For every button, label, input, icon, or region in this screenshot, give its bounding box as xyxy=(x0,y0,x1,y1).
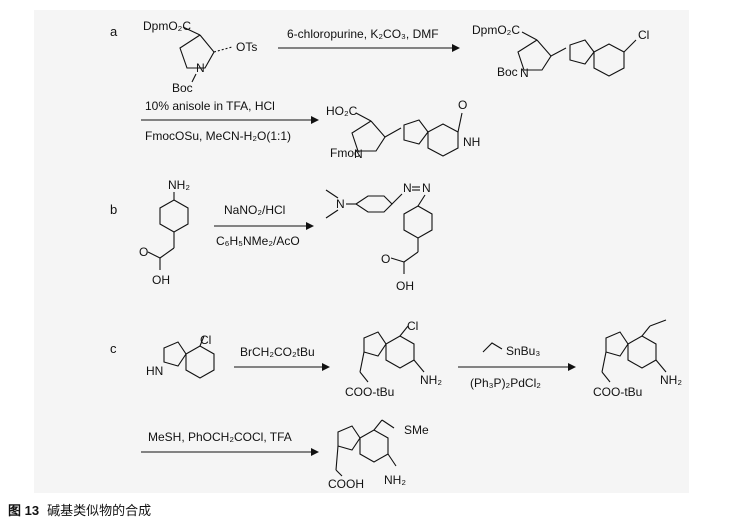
reagent-a2-top: 10% anisole in TFA, HCl xyxy=(145,99,275,113)
scheme-panel xyxy=(34,10,689,493)
reagent-c2-bottom: (Ph₃P)₂PdCl₂ xyxy=(470,376,541,390)
molecule-c-product3: SMe NH₂ COOH xyxy=(328,419,429,491)
hn-group: HN xyxy=(146,364,163,378)
reagent-b-bottom: C₆H₅NMe₂/AcO xyxy=(216,234,300,248)
amino-group: NH₂ xyxy=(420,373,442,387)
reagent-b-top: NaNO₂/HCl xyxy=(224,203,285,217)
figure-title: 碱基类似物的合成 xyxy=(47,503,152,518)
molecule-c-start: Cl HN xyxy=(146,333,215,379)
carbonyl-o: O xyxy=(381,252,390,266)
scheme-label-a: a xyxy=(110,24,118,39)
amino-group: NH₂ xyxy=(660,373,682,387)
figure-number: 图 13 xyxy=(8,503,40,518)
dpmo2c-group: DpmO₂C xyxy=(143,19,191,33)
chloro-atom: Cl xyxy=(638,28,649,42)
atom-n: N xyxy=(520,66,529,80)
ho2c-group: HO₂C xyxy=(326,104,358,118)
chloro-atom: Cl xyxy=(407,319,418,333)
scheme-c: c Cl HN BrCH₂CO₂tBu Cl NH₂ COO-tBu xyxy=(110,319,682,491)
reagent-a1: 6-chloropurine, K₂CO₃, DMF xyxy=(287,27,439,41)
hydroxyl-group: OH xyxy=(152,273,170,287)
molecule-b-start: NH₂ O OH xyxy=(139,178,190,287)
boc-group: Boc xyxy=(497,65,518,79)
amino-group: NH₂ xyxy=(384,473,406,487)
azo-n1: N xyxy=(403,181,412,195)
reagent-c1: BrCH₂CO₂tBu xyxy=(240,345,315,359)
molecule-a-product1: DpmO₂C N Boc Cl xyxy=(472,23,649,80)
scheme-label-b: b xyxy=(110,202,117,217)
carbonyl-o: O xyxy=(139,245,148,259)
oxo-atom: O xyxy=(458,98,467,112)
figure-caption: 图 13 碱基类似物的合成 xyxy=(8,500,151,519)
amino-group: NH₂ xyxy=(168,178,190,192)
acid-group: COOH xyxy=(328,477,364,491)
methylthio-group: SMe xyxy=(404,423,429,437)
boc-group: Boc xyxy=(172,81,193,95)
dpmo2c-group: DpmO₂C xyxy=(472,23,520,37)
molecule-a-start: N DpmO₂C OTs Boc xyxy=(143,19,257,95)
reagent-a2-bottom: FmocOSu, MeCN-H₂O(1:1) xyxy=(145,129,291,143)
scheme-b: b NH₂ O OH NaNO₂/HCl C₆H₅NMe₂/AcO N xyxy=(110,178,433,293)
scheme-label-c: c xyxy=(110,341,117,356)
ester-group: COO-tBu xyxy=(345,385,394,399)
reagent-c3: MeSH, PhOCH₂COCl, TFA xyxy=(148,430,292,444)
hydroxyl-group: OH xyxy=(396,279,414,293)
molecule-c-product1: Cl NH₂ COO-tBu xyxy=(345,319,442,399)
molecule-c-product2: NH₂ COO-tBu xyxy=(593,319,682,399)
molecule-b-product: N N N O OH xyxy=(325,181,433,293)
scheme-a: a N DpmO₂C OTs Boc 6-chloropurine, K₂CO₃… xyxy=(110,19,649,161)
reagent-c2-top: SnBu₃ xyxy=(506,344,540,358)
molecule-a-product2: HO₂C N Fmoc O NH xyxy=(326,98,480,161)
ots-group: OTs xyxy=(236,40,257,54)
atom-n: N xyxy=(196,61,205,75)
ester-group: COO-tBu xyxy=(593,385,642,399)
nh-group: NH xyxy=(463,135,480,149)
fmoc-group: Fmoc xyxy=(330,146,360,160)
azo-n2: N xyxy=(422,181,431,195)
chloro-atom: Cl xyxy=(200,333,211,347)
atom-n: N xyxy=(354,147,363,161)
dimethylamino-n: N xyxy=(336,197,345,211)
